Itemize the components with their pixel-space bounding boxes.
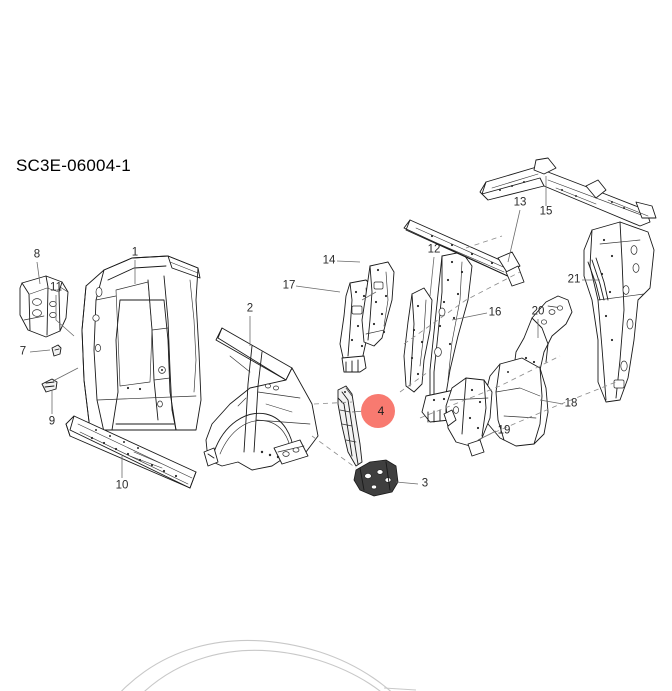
callout-13[interactable]: 13 [513, 196, 527, 209]
part-12-pillar-reinforcement [403, 287, 433, 393]
callout-21[interactable]: 21 [567, 273, 581, 286]
part-2-quarter-panel [203, 327, 319, 471]
callout-20[interactable]: 20 [531, 305, 545, 318]
callout-19[interactable]: 19 [497, 424, 511, 437]
callout-16[interactable]: 16 [488, 306, 502, 319]
part-10-rocker-sill [65, 415, 197, 489]
background-arc [120, 639, 417, 691]
alignment-lines [311, 235, 617, 469]
callout-17[interactable]: 17 [282, 279, 296, 292]
part-14-pillar-inner [361, 261, 395, 347]
part-4-bracket [337, 385, 363, 467]
part-19-lower-bracket [443, 377, 493, 457]
callout-14[interactable]: 14 [322, 254, 336, 267]
page-title: SC3E-06004-1 [16, 156, 131, 175]
part-1-body-side-outer [81, 255, 202, 433]
callout-4[interactable]: 4 [377, 404, 385, 418]
callout-7[interactable]: 7 [19, 345, 27, 358]
part-16-pillar [421, 251, 473, 423]
leader-lines [29, 176, 600, 485]
callout-2[interactable]: 2 [246, 302, 254, 315]
callout-15[interactable]: 15 [539, 205, 553, 218]
part-15-upper-rail [479, 157, 657, 227]
callout-1[interactable]: 1 [131, 246, 139, 259]
callout-3[interactable]: 3 [421, 477, 429, 490]
part-3-bracket [353, 459, 399, 497]
part-18-wheel-house [483, 357, 549, 447]
callout-18[interactable]: 18 [564, 397, 578, 410]
part-21-right-pillar [583, 221, 655, 403]
callout-9[interactable]: 9 [48, 415, 56, 428]
callout-12[interactable]: 12 [427, 243, 441, 256]
callout-10[interactable]: 10 [115, 479, 129, 492]
highlight-circle-part-4[interactable] [361, 394, 395, 428]
part-7-shape [51, 344, 62, 357]
part-17-reinforcement [339, 279, 375, 373]
callout-8[interactable]: 8 [33, 248, 41, 261]
part-9-shape [41, 378, 58, 393]
callout-11[interactable]: 11 [50, 281, 62, 294]
part-13-roof-cross-member [403, 219, 525, 287]
